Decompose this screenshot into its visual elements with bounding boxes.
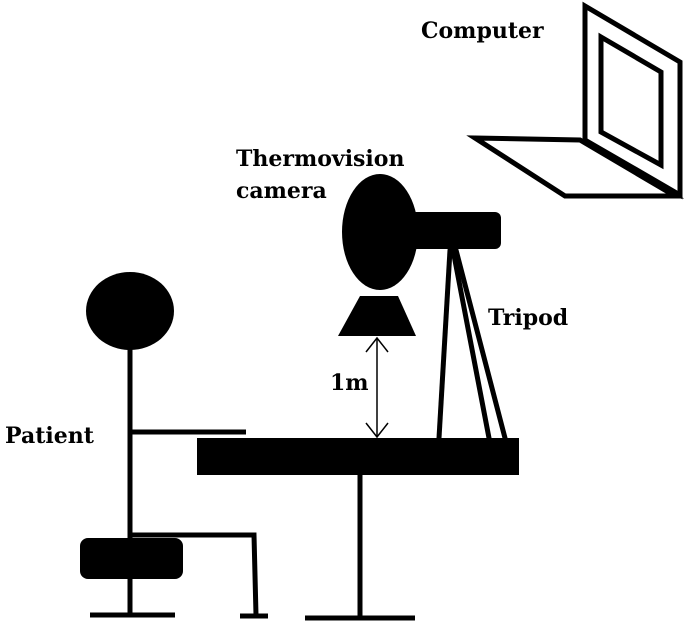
patient-label: Patient — [5, 423, 95, 449]
laptop-computer — [466, 1, 685, 200]
patient-leg — [130, 532, 259, 616]
tripod — [436, 247, 508, 441]
tripod-label: Tripod — [488, 305, 568, 331]
tripod-leg-front — [436, 247, 453, 441]
tripod-leg-rear — [453, 247, 508, 441]
distance-arrow — [365, 336, 389, 439]
camera-body — [342, 174, 418, 290]
camera-mount-cone — [338, 296, 416, 336]
laptop-keyboard-base — [466, 135, 685, 199]
patient-figure — [86, 272, 259, 616]
patient-head — [86, 272, 174, 350]
laptop-screen-inner — [598, 32, 664, 170]
distance-arrow-head-top — [365, 336, 389, 353]
table — [197, 438, 519, 621]
distance-arrow-head-bottom — [365, 422, 389, 439]
laptop-screen-outer — [582, 1, 683, 200]
thermovision-camera — [338, 174, 501, 336]
table-top — [197, 438, 519, 475]
stool — [80, 538, 268, 619]
tripod-leg-middle — [450, 247, 492, 441]
distance-label: 1m — [330, 370, 369, 396]
stool-seat — [80, 538, 183, 579]
computer-label: Computer — [421, 18, 544, 44]
camera-label-line1: Thermovision — [236, 146, 404, 172]
camera-label-line2: camera — [236, 178, 327, 204]
camera-lens-barrel — [400, 212, 501, 249]
